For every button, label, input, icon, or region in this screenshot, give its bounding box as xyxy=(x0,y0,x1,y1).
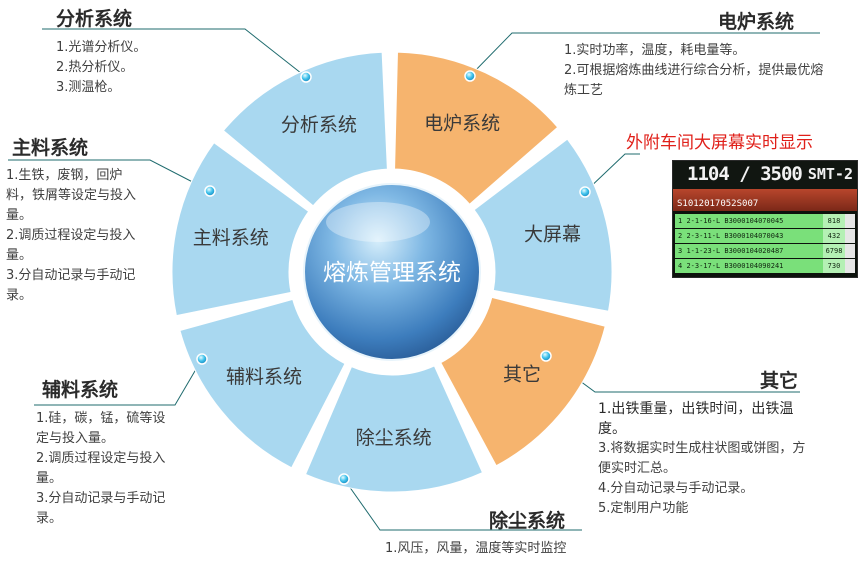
row-qty: 730 xyxy=(823,259,845,273)
connector-dot-analysis xyxy=(300,71,312,83)
list-item: 3.将数据实时生成柱状图或饼图，方便实时汇总。 xyxy=(598,441,806,476)
panel-analysis-list: 1.光谱分析仪。 2.热分析仪。 3.测温枪。 xyxy=(56,38,146,98)
ring-segment-big-screen xyxy=(473,138,613,312)
center-sphere xyxy=(303,183,481,361)
big-screen-tag: SMT-2 xyxy=(807,165,853,183)
table-row: 1 2-1-16-L B3000104070045 818 xyxy=(675,214,855,228)
connector-dot-main-material xyxy=(204,185,216,197)
ring-segment-analysis xyxy=(222,51,388,207)
row-part: 2-3-17-L B3000104090241 xyxy=(686,262,784,270)
big-screen-photo: 1104 / 3500 SMT-2 S1012017052S007 1 2-1-… xyxy=(672,160,858,278)
center-sphere-highlight xyxy=(326,202,430,242)
row-qty: 6798 xyxy=(823,244,845,258)
ring-segment-label-analysis: 分析系统 xyxy=(281,114,357,136)
list-item: 3.分自动记录与手动记录。 xyxy=(36,491,166,526)
row-qty: 818 xyxy=(823,214,845,228)
center-label: 熔炼管理系统 xyxy=(323,260,461,286)
list-item: 1.实时功率，温度，耗电量等。 xyxy=(564,43,746,58)
panel-furnace-title: 电炉系统 xyxy=(717,11,794,33)
ring-segment-label-big-screen: 大屏幕 xyxy=(524,224,581,246)
panel-analysis: 分析系统 1.光谱分析仪。 2.热分析仪。 3.测温枪。 xyxy=(56,4,146,98)
panel-dust-list: 1.风压，风量，温度等实时监控 xyxy=(385,539,590,559)
big-screen-header: 1104 / 3500 SMT-2 xyxy=(673,161,857,189)
panel-main-material: 主料系统 1.生铁，废钢，回炉料，铁屑等设定与投入量。 2.调质过程设定与投入量… xyxy=(6,133,146,306)
connector-dot-furnace xyxy=(464,70,476,82)
list-item: 2.调质过程设定与投入量。 xyxy=(6,228,136,263)
panel-auxiliary-title: 辅料系统 xyxy=(42,379,119,401)
panel-dust: 除尘系统 1.风压，风量，温度等实时监控 xyxy=(385,506,590,559)
row-qty: 432 xyxy=(823,229,845,243)
list-item: 2.调质过程设定与投入量。 xyxy=(36,451,166,486)
ring-segment-furnace xyxy=(394,51,559,205)
table-row: 4 2-3-17-L B3000104090241 730 xyxy=(675,259,855,273)
ring-segment-dust xyxy=(304,365,484,493)
ring-segment-main-material xyxy=(171,141,310,317)
panel-other-list: 1.出铁重量，出铁时间，出铁温度。 3.将数据实时生成柱状图或饼图，方便实时汇总… xyxy=(598,399,808,519)
connector-dot-other xyxy=(540,350,552,362)
list-item: 1.硅，碳，锰，硫等设定与投入量。 xyxy=(36,411,166,446)
panel-dust-title: 除尘系统 xyxy=(489,510,566,532)
ring-segment-label-other: 其它 xyxy=(503,364,541,386)
ring-segment-other xyxy=(440,296,606,467)
ring-segment-label-dust: 除尘系统 xyxy=(356,427,432,449)
row-no: 3 xyxy=(678,247,683,255)
connector-dots xyxy=(196,70,591,485)
table-row: 3 1-1-23-L B3000104020487 6798 xyxy=(675,244,855,258)
panel-auxiliary-list: 1.硅，碳，锰，硫等设定与投入量。 2.调质过程设定与投入量。 3.分自动记录与… xyxy=(36,409,176,529)
list-item: 1.风压，风量，温度等实时监控 xyxy=(385,541,567,556)
list-item: 4.分自动记录与手动记录。 xyxy=(598,481,754,496)
list-item: 3.测温枪。 xyxy=(56,80,121,95)
panel-analysis-title: 分析系统 xyxy=(56,8,133,30)
connector-dot-dust xyxy=(338,473,350,485)
ring-segments xyxy=(171,51,613,493)
ring-segment-label-main-material: 主料系统 xyxy=(193,227,269,249)
row-no: 2 xyxy=(678,232,683,240)
panel-auxiliary: 辅料系统 1.硅，碳，锰，硫等设定与投入量。 2.调质过程设定与投入量。 3.分… xyxy=(36,375,176,529)
connector-dot-auxiliary xyxy=(196,353,208,365)
table-row: 2 2-3-11-L B3000104070043 432 xyxy=(675,229,855,243)
big-screen-rows: 1 2-1-16-L B3000104070045 818 2 2-3-11-L… xyxy=(673,211,857,273)
row-no: 4 xyxy=(678,262,683,270)
list-item: 1.光谱分析仪。 xyxy=(56,40,147,55)
connector-dot-big-screen xyxy=(579,186,591,198)
list-item: 2.可根据熔炼曲线进行综合分析，提供最优熔炼工艺 xyxy=(564,63,824,98)
big-screen-count: 1104 / 3500 xyxy=(687,163,803,185)
ring-segment-auxiliary xyxy=(179,298,346,469)
panel-other: 其它 1.出铁重量，出铁时间，出铁温度。 3.将数据实时生成柱状图或饼图，方便实… xyxy=(598,366,808,519)
list-item: 3.分自动记录与手动记录。 xyxy=(6,268,136,303)
list-item: 1.生铁，废钢，回炉料，铁屑等设定与投入量。 xyxy=(6,168,137,223)
list-item: 1.出铁重量，出铁时间，出铁温度。 xyxy=(598,401,794,437)
ring-segment-label-auxiliary: 辅料系统 xyxy=(226,366,302,388)
panel-furnace-list: 1.实时功率，温度，耗电量等。 2.可根据熔炼曲线进行综合分析，提供最优熔炼工艺 xyxy=(564,41,824,101)
big-screen-title: 外附车间大屏幕实时显示 xyxy=(626,133,813,153)
big-screen-bar: S1012017052S007 xyxy=(673,189,857,211)
row-part: 1-1-23-L B3000104020487 xyxy=(686,247,784,255)
panel-furnace: 电炉系统 1.实时功率，温度，耗电量等。 2.可根据熔炼曲线进行综合分析，提供最… xyxy=(564,7,824,101)
panel-main-material-list: 1.生铁，废钢，回炉料，铁屑等设定与投入量。 2.调质过程设定与投入量。 3.分… xyxy=(6,166,146,306)
row-part: 2-1-16-L B3000104070045 xyxy=(686,217,784,225)
list-item: 5.定制用户功能 xyxy=(598,501,689,516)
big-screen-code: S1012017052S007 xyxy=(677,199,759,209)
list-item: 2.热分析仪。 xyxy=(56,60,134,75)
panel-main-material-title: 主料系统 xyxy=(12,137,89,159)
row-no: 1 xyxy=(678,217,683,225)
row-part: 2-3-11-L B3000104070043 xyxy=(686,232,784,240)
panel-other-title: 其它 xyxy=(759,370,798,392)
ring-segment-label-furnace: 电炉系统 xyxy=(424,113,500,135)
